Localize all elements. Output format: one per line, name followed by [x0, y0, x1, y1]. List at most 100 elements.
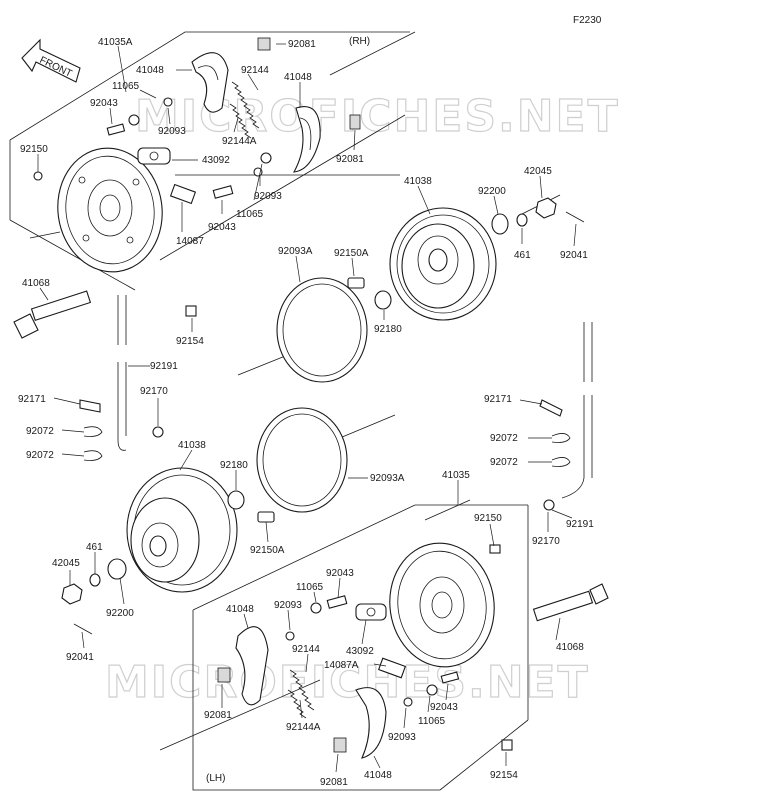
figure-id: F2230 — [573, 15, 602, 26]
ring-92072-b — [83, 450, 103, 461]
lh-bolt-92150 — [489, 544, 501, 554]
rh-brake-shoe-lower — [293, 106, 321, 173]
part-label: 92171 — [484, 394, 512, 405]
part-label: 41048 — [284, 72, 312, 83]
section-lh-label: (LH) — [206, 773, 225, 784]
brake-hose-right — [543, 322, 593, 511]
lh-brake-shoe-lower — [355, 687, 387, 759]
part-label: 92093A — [370, 473, 405, 484]
rh-clip-92081-a — [257, 37, 271, 51]
lh-brake-panel — [389, 542, 495, 668]
part-label: 43092 — [202, 155, 230, 166]
part-label: 92072 — [26, 450, 54, 461]
rh-wheel-cylinder — [137, 147, 171, 165]
lh-oring-92093-b — [403, 697, 413, 707]
part-label: 92170 — [140, 386, 168, 397]
part-label: 92150 — [474, 513, 502, 524]
part-label: 43092 — [346, 646, 374, 657]
lh-cotter-pin-92041 — [73, 623, 93, 635]
part-label: 92144A — [222, 136, 257, 147]
lh-nut-42045 — [61, 583, 83, 605]
seal-92093a-upper — [276, 277, 368, 383]
part-label: 92200 — [106, 608, 134, 619]
lh-clip-92081-b — [333, 737, 347, 753]
rh-washer-11065-b — [260, 152, 272, 164]
part-label: 92150A — [334, 248, 369, 259]
lh-axle-41068 — [532, 583, 609, 622]
part-label: 41068 — [556, 642, 584, 653]
lh-frame — [159, 504, 529, 791]
part-label: 92144A — [286, 722, 321, 733]
lh-pin-92043-a — [326, 595, 348, 609]
part-label: 92191 — [566, 519, 594, 530]
part-label: 41035A — [98, 37, 133, 48]
part-label: 92144 — [292, 644, 320, 655]
rh-bolt-92150 — [33, 171, 43, 181]
part-label: 461 — [514, 250, 531, 261]
part-label: 92150 — [20, 144, 48, 155]
part-label: 11065 — [236, 209, 264, 220]
part-label: 92180 — [220, 460, 248, 471]
part-label: 41068 — [22, 278, 50, 289]
front-arrow-icon: FRONT — [21, 38, 81, 83]
part-label: 92043 — [430, 702, 458, 713]
part-label: 92150A — [250, 545, 285, 556]
rh-frame — [9, 31, 416, 291]
part-label: 41048 — [226, 604, 254, 615]
part-label: 92081 — [320, 777, 348, 788]
part-label: 41048 — [364, 770, 392, 781]
part-label: 92154 — [490, 770, 518, 781]
rh-pin-92043 — [106, 123, 126, 136]
part-label: 92043 — [326, 568, 354, 579]
part-label: 92043 — [90, 98, 118, 109]
part-label: 92154 — [176, 336, 204, 347]
part-label: 92041 — [66, 652, 94, 663]
rh-washer-461 — [516, 213, 528, 227]
rh-washer-11065 — [128, 114, 140, 126]
part-label: 92093A — [278, 246, 313, 257]
rh-axle-41068 — [13, 290, 92, 339]
part-label: 92072 — [490, 433, 518, 444]
ring-92072-c — [551, 433, 571, 443]
part-label: 11065 — [296, 582, 324, 593]
rh-pin-92043-b — [212, 185, 234, 199]
rh-clip-92081-b — [349, 114, 361, 130]
rh-brake-shoe-upper — [191, 52, 229, 113]
part-number-labels: 41035A 92081 41048 92144 11065 41048 920… — [18, 37, 594, 788]
part-label: 42045 — [52, 558, 80, 569]
rh-washer-92200 — [491, 213, 509, 235]
ring-92072-d — [551, 457, 571, 467]
part-label: 92180 — [374, 324, 402, 335]
seal-92093a-lower — [256, 407, 348, 513]
rh-gasket-92180 — [374, 290, 392, 310]
brake-hose-left — [117, 295, 164, 451]
lh-gasket-92180 — [227, 490, 245, 510]
lh-brake-shoe-upper — [235, 626, 269, 706]
rh-oring-92093-a — [163, 97, 173, 107]
part-label: 92041 — [560, 250, 588, 261]
part-label: 92081 — [288, 39, 316, 50]
part-label: 92081 — [336, 154, 364, 165]
guide-lines — [29, 194, 561, 521]
part-label: 11065 — [418, 716, 446, 727]
lh-oring-92093-a — [285, 631, 295, 641]
lh-washer-92200 — [107, 558, 127, 580]
watermark-bottom: MICROFICHES.NET — [105, 657, 590, 708]
rh-bolt-92154 — [185, 305, 197, 317]
lh-pin-92043-b — [440, 671, 460, 684]
part-label: 14087A — [324, 660, 359, 671]
clip-92171-right — [539, 399, 563, 417]
part-label: 11065 — [112, 81, 140, 92]
part-label: 92081 — [204, 710, 232, 721]
leader-lines — [37, 43, 577, 773]
part-label: 92171 — [18, 394, 46, 405]
part-label: 14087 — [176, 236, 204, 247]
part-label: 92093 — [254, 191, 282, 202]
rh-cotter-pin-92041 — [565, 211, 585, 223]
part-label: 92170 — [532, 536, 560, 547]
lh-bolt-92154 — [501, 739, 513, 751]
part-label: 92093 — [388, 732, 416, 743]
part-label: 92093 — [274, 600, 302, 611]
